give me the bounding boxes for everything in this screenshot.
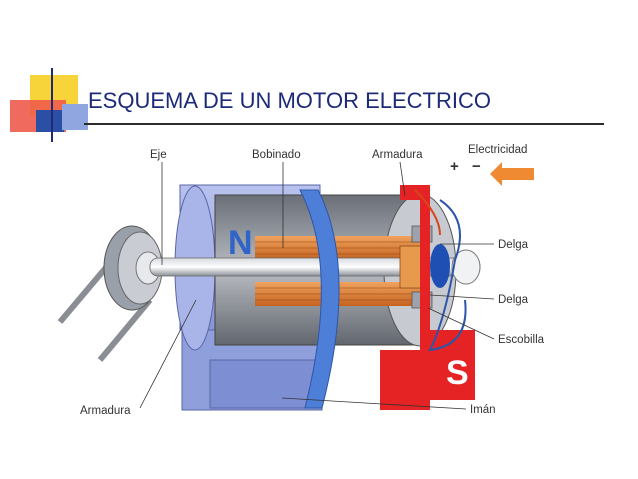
magnet-red [380,185,475,410]
label-delga-2: Delga [498,294,529,306]
logo-square-blue [36,110,64,132]
electricity-arrow [490,162,534,186]
label-iman: Imán [470,404,496,416]
label-bobinado: Bobinado [252,149,301,161]
wires [414,189,467,352]
pole-s-label: S [446,354,469,392]
label-eje: Eje [150,149,167,161]
label-plus: + [450,158,459,175]
shaft-end [451,249,481,285]
leader-lines [139,161,495,410]
label-escobilla: Escobilla [498,334,545,346]
logo-square-lightblue [62,104,88,130]
label-electricidad: Electricidad [468,144,527,156]
pole-n-label: N [228,224,253,262]
label-minus: − [472,158,481,175]
label-armadura-top: Armadura [372,149,423,161]
title-rule [84,123,604,125]
logo-vertical-line [51,68,53,142]
label-delga-1: Delga [498,239,529,251]
label-armadura-bottom: Armadura [80,405,131,417]
slide-title: ESQUEMA DE UN MOTOR ELECTRICO [88,88,491,113]
front-ring [299,189,340,409]
